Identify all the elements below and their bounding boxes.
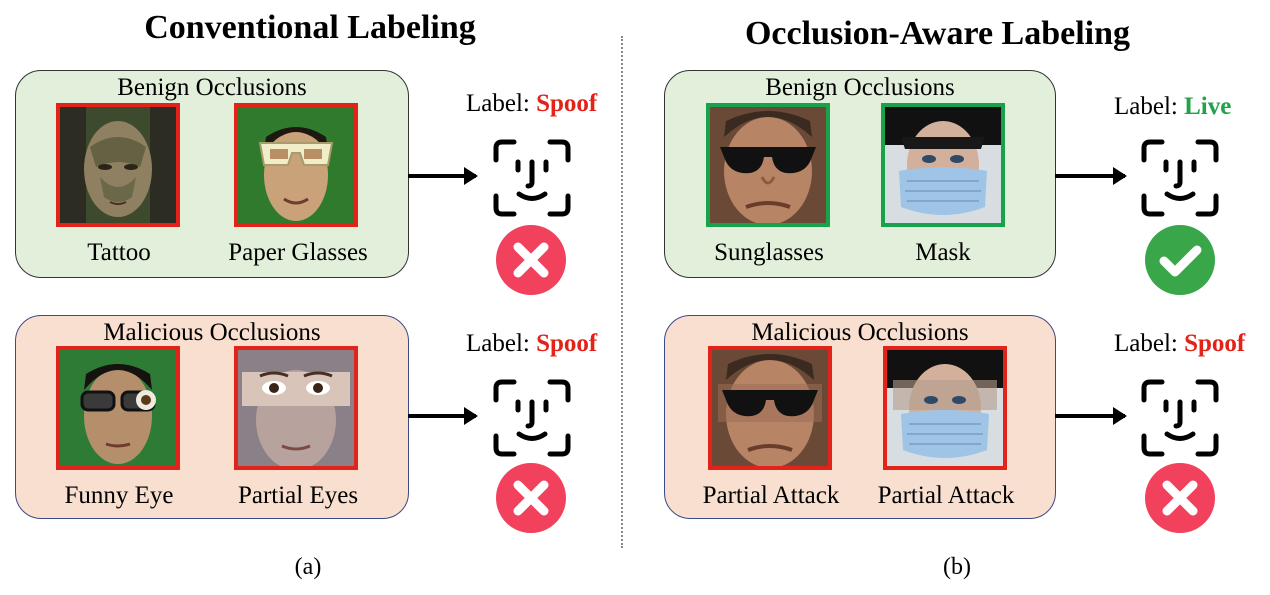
label-prefix: Label: [1114, 93, 1178, 120]
left-benign-label: Label: Spoof [466, 89, 597, 119]
right-malicious-panel-title: Malicious Occlusions [751, 319, 969, 346]
label-prefix: Label: [1114, 330, 1178, 357]
left-benign-panel-title: Benign Occlusions [117, 74, 307, 101]
partial-attack-sunglasses-image [708, 346, 832, 470]
left-malicious-label: Label: Spoof [466, 329, 597, 359]
cross-icon [1144, 462, 1216, 534]
subfigure-label-a: (a) [294, 554, 322, 580]
label-value-spoof: Spoof [536, 330, 598, 357]
tattoo-caption: Tattoo [87, 239, 151, 266]
partial-attack-caption: Partial Attack [877, 482, 1015, 509]
center-divider [621, 36, 623, 548]
right-malicious-arrow [1055, 407, 1127, 425]
partial-attack-mask-image [883, 346, 1007, 470]
face-id-icon [492, 138, 572, 218]
paper-glasses-face-image [234, 103, 358, 227]
right-benign-arrow [1055, 167, 1127, 185]
mask-caption: Mask [915, 239, 971, 266]
partial-eyes-face-image [234, 346, 358, 470]
left-benign-arrow [408, 167, 478, 185]
tattoo-face-image [56, 103, 180, 227]
funny-eye-caption: Funny Eye [64, 482, 174, 509]
label-value-live: Live [1184, 93, 1232, 120]
face-id-icon [492, 378, 572, 458]
partial-attack-caption: Partial Attack [702, 482, 840, 509]
label-value-spoof: Spoof [1184, 330, 1246, 357]
left-malicious-panel-title: Malicious Occlusions [103, 319, 321, 346]
right-title: Occlusion-Aware Labeling [744, 15, 1131, 52]
label-prefix: Label: [466, 330, 530, 357]
right-benign-label: Label: Live [1114, 92, 1231, 122]
sunglasses-caption: Sunglasses [714, 239, 824, 266]
label-prefix: Label: [466, 90, 530, 117]
face-id-icon [1140, 378, 1220, 458]
funny-eye-face-image [56, 346, 180, 470]
paper-glasses-caption: Paper Glasses [228, 239, 368, 266]
left-title: Conventional Labeling [144, 9, 476, 46]
face-id-icon [1140, 138, 1220, 218]
mask-face-image [881, 103, 1005, 227]
cross-icon [495, 462, 567, 534]
label-value-spoof: Spoof [536, 90, 598, 117]
sunglasses-face-image [706, 103, 830, 227]
partial-eyes-caption: Partial Eyes [237, 482, 359, 509]
check-icon [1144, 224, 1216, 296]
right-malicious-label: Label: Spoof [1114, 329, 1245, 359]
cross-icon [495, 224, 567, 296]
right-benign-panel-title: Benign Occlusions [765, 74, 955, 101]
left-malicious-arrow [408, 407, 478, 425]
subfigure-label-b: (b) [943, 554, 971, 580]
